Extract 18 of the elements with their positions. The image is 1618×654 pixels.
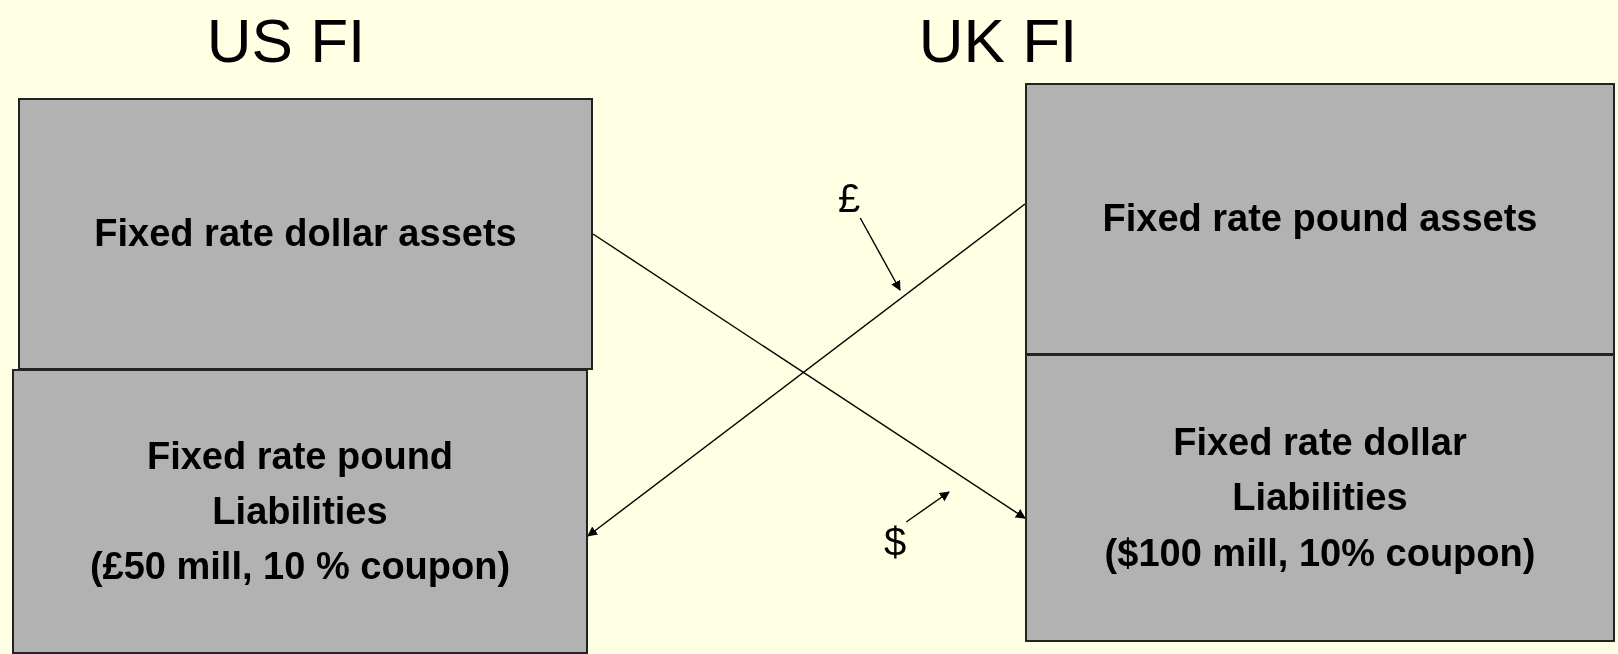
currency-symbol: £ [838,178,861,218]
box-heading: Fixed rate pound assets [1102,196,1538,242]
balance-sheet-box [1025,354,1615,642]
leader-line [859,217,901,291]
currency-symbol: $ [884,522,907,562]
box-heading: Fixed rate pound Liabilities [145,433,455,534]
box-detail: (£50 mill, 10 % coupon) [89,544,511,590]
box-detail: ($100 mill, 10% coupon) [1104,530,1536,576]
box-heading: Fixed rate dollar Liabilities [1172,420,1468,521]
box-heading: Fixed rate dollar assets [94,211,517,257]
column-heading: US FI [206,10,366,72]
leader-line [905,491,950,523]
arrow [592,233,1026,519]
column-heading: UK FI [918,10,1078,72]
arrow [587,203,1026,537]
balance-sheet-box [18,98,593,370]
balance-sheet-box [1025,83,1615,355]
balance-sheet-box [12,369,588,654]
